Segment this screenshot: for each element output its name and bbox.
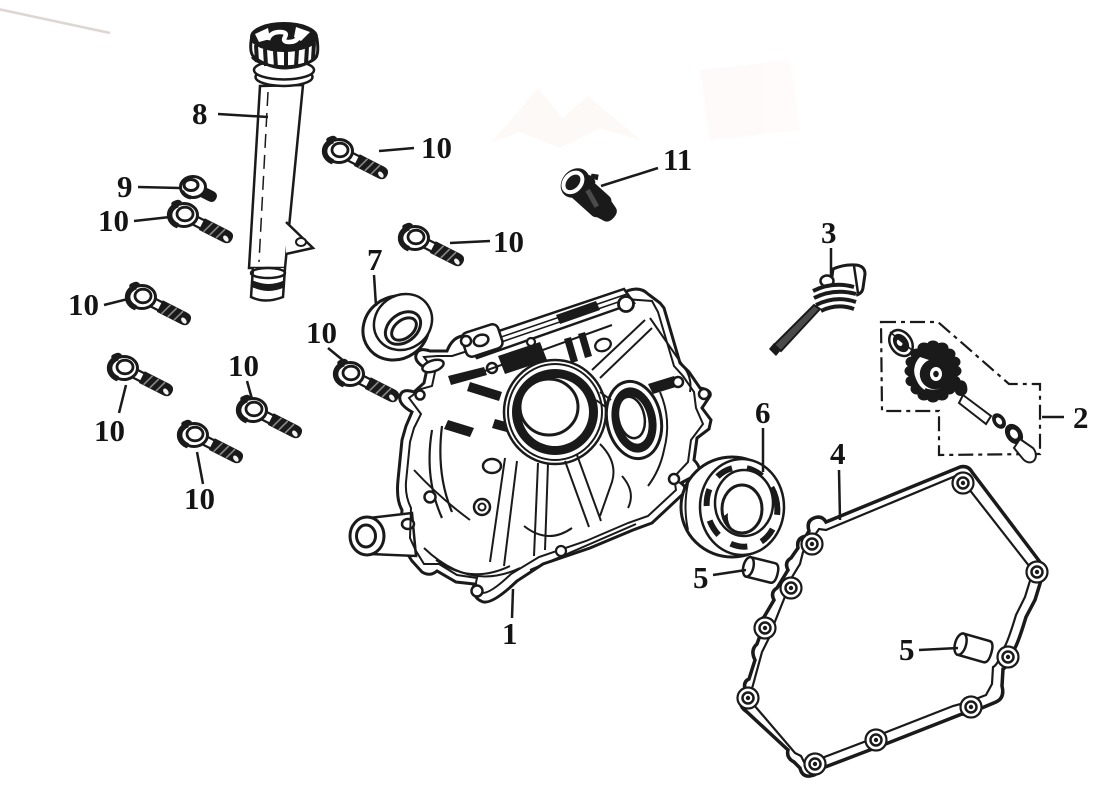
svg-text:7: 7 bbox=[367, 242, 383, 277]
svg-text:10: 10 bbox=[421, 130, 452, 165]
svg-text:8: 8 bbox=[192, 96, 208, 131]
svg-text:10: 10 bbox=[306, 315, 337, 350]
svg-text:10: 10 bbox=[184, 481, 215, 516]
svg-text:11: 11 bbox=[663, 142, 692, 177]
svg-text:4: 4 bbox=[830, 436, 846, 471]
svg-text:10: 10 bbox=[94, 413, 125, 448]
svg-text:9: 9 bbox=[117, 169, 133, 204]
svg-text:5: 5 bbox=[693, 560, 709, 595]
svg-text:10: 10 bbox=[228, 348, 259, 383]
svg-text:10: 10 bbox=[493, 224, 524, 259]
svg-text:1: 1 bbox=[502, 616, 518, 651]
svg-text:2: 2 bbox=[1073, 400, 1089, 435]
svg-text:5: 5 bbox=[899, 632, 915, 667]
svg-text:6: 6 bbox=[755, 395, 771, 430]
svg-text:10: 10 bbox=[68, 287, 99, 322]
svg-text:10: 10 bbox=[98, 203, 129, 238]
svg-text:3: 3 bbox=[821, 215, 837, 250]
